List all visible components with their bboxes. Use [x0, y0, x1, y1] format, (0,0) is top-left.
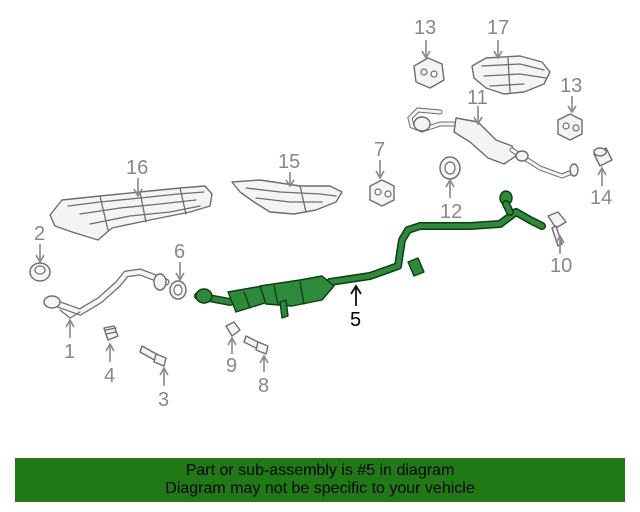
part-2-grommet[interactable]	[29, 262, 51, 282]
part-info-banner: Part or sub-assembly is #5 in diagram Di…	[15, 458, 625, 502]
callout-3: 3	[158, 389, 169, 411]
part-14-tail-tip[interactable]	[593, 147, 613, 167]
callout-11: 11	[467, 87, 488, 109]
callout-5: 5	[350, 309, 361, 331]
part-15-heat-insulator[interactable]	[231, 179, 343, 215]
part-6-gasket[interactable]	[169, 280, 187, 300]
callout-15: 15	[278, 151, 300, 173]
part-8-stud[interactable]	[243, 335, 269, 355]
callout-7: 7	[374, 139, 385, 161]
part-9-nut[interactable]	[225, 321, 241, 337]
part-12-gasket[interactable]	[439, 156, 461, 180]
callout-1: 1	[64, 341, 75, 363]
part-7-hanger[interactable]	[369, 179, 395, 207]
part-13-hanger-left[interactable]	[413, 57, 445, 89]
leader-lines	[35, 40, 607, 386]
part-13-hanger-right[interactable]	[557, 113, 583, 141]
part-16-heat-insulator[interactable]	[49, 185, 213, 241]
banner-line-1: Part or sub-assembly is #5 in diagram	[185, 462, 455, 479]
callout-10: 10	[550, 255, 572, 277]
callout-16: 16	[126, 157, 148, 179]
exhaust-parts-diagram: 16 15 17 13 13 11 14 12 7 2 6 1 4 3 9 8 …	[29, 17, 613, 411]
banner-line-2: Diagram may not be specific to your vehi…	[165, 480, 475, 497]
callout-2: 2	[34, 223, 45, 245]
callout-13-right: 13	[560, 75, 582, 97]
callout-9: 9	[226, 355, 237, 377]
part-1-front-pipe[interactable]	[43, 268, 170, 319]
callout-8: 8	[258, 375, 269, 397]
part-5-center-exhaust-pipe[interactable]	[194, 190, 546, 319]
callout-6: 6	[174, 241, 185, 263]
part-11-tailpipe-assembly[interactable]	[407, 107, 579, 179]
part-17-heat-insulator[interactable]	[471, 55, 551, 95]
callout-13-left: 13	[414, 17, 436, 39]
callout-numbers: 16 15 17 13 13 11 14 12 7 2 6 1 4 3 9 8 …	[34, 17, 612, 411]
callout-12: 12	[440, 201, 462, 223]
part-3-bolt[interactable]	[139, 345, 167, 367]
callout-17: 17	[487, 17, 509, 39]
callout-4: 4	[104, 365, 115, 387]
callout-14: 14	[590, 187, 612, 209]
part-4-nut[interactable]	[103, 325, 119, 341]
